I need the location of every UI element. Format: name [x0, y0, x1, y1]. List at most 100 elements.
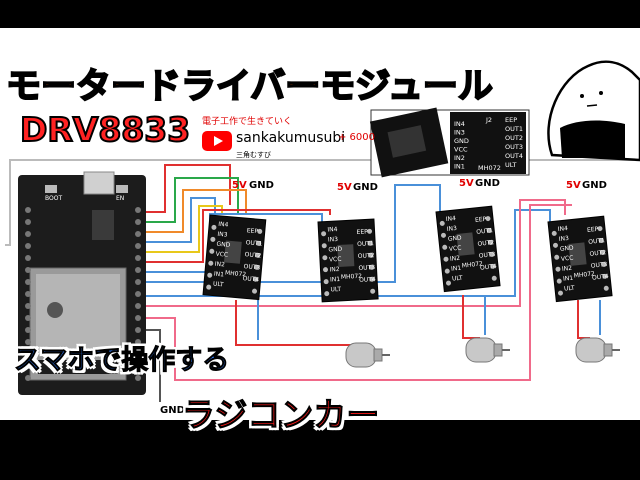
channel-badge: 電子工作で生きていく sankakumusubi + 6000 三角むすび: [200, 114, 375, 162]
antenna-area: [38, 360, 118, 374]
mcu-pin-right: [135, 243, 141, 249]
module-pin-left: [552, 242, 558, 248]
closeup-pin-label-left: VCC: [454, 146, 468, 154]
module-pin-left: [206, 284, 212, 290]
vcc-label-3: 5V: [459, 178, 474, 189]
mcu-pin-right: [135, 219, 141, 225]
module-pin-left: [443, 256, 449, 262]
module-pin-label-left: IN4: [445, 215, 456, 223]
wire-blue-2: [146, 213, 323, 273]
closeup-pin-label-left: IN4: [454, 120, 465, 128]
closeup-mark: J2: [485, 116, 492, 124]
module-pin-label-right: OUT1: [245, 239, 262, 247]
module-pin-right: [368, 264, 374, 270]
module-pin-right: [253, 276, 259, 282]
module-pin-label-left: IN1: [563, 275, 574, 283]
module-pin-right: [254, 264, 260, 270]
module-chip: [223, 240, 242, 264]
module-pin-label-left: VCC: [449, 245, 462, 253]
dc-motor: [575, 337, 620, 363]
mcu-pin-right: [135, 339, 141, 345]
module-mark: MH072: [461, 260, 483, 269]
module-pin-right: [599, 249, 605, 255]
module-pin-label-left: ULT: [564, 285, 576, 293]
gnd-label-1: GND: [249, 180, 274, 191]
module-pin-left: [440, 232, 446, 238]
closeup-pin-label-left: IN1: [454, 163, 465, 171]
module-chip: [337, 244, 355, 267]
gnd-label-3: GND: [475, 178, 500, 189]
closeup-pin-label-right: OUT4: [505, 152, 523, 160]
wire-blue-4: [146, 209, 551, 297]
usb-port: [83, 171, 115, 195]
driver-module-4: IN4IN3GNDVCCIN2IN1ULTEEPOUT1OUT2OUT3OUT4…: [547, 215, 613, 303]
module-pin-left: [555, 266, 561, 272]
gnd-label-2: GND: [353, 182, 378, 193]
module-pin-label-left: IN1: [214, 271, 225, 279]
driver-module-3: IN4IN3GNDVCCIN2IN1ULTEEPOUT1OUT2OUT3OUT4…: [435, 205, 501, 293]
module-pin-label-left: GND: [448, 234, 463, 242]
mcu-pin-left: [25, 279, 31, 285]
wire-gnd-out: [146, 329, 161, 402]
onigiri-nori: [560, 120, 625, 158]
module-pin-right: [367, 228, 373, 234]
module-pin-label-left: IN3: [217, 231, 228, 239]
boot-button: [45, 185, 57, 193]
module-pin-left: [321, 243, 327, 249]
module-pin-label-left: GND: [328, 246, 342, 254]
mcu-pin-left: [25, 339, 31, 345]
caption-smartphone: スマホで操作する: [13, 345, 230, 377]
mcu-pin-left: [25, 327, 31, 333]
mcu-pin-right: [135, 303, 141, 309]
module-pin-left: [551, 230, 557, 236]
module-pin-right: [257, 228, 263, 234]
mcu-pin-right: [135, 267, 141, 273]
module-pin-right: [490, 263, 496, 269]
en-label: EN: [116, 195, 124, 202]
module-closeup: IN4IN3GNDVCCIN2IN1EEPOUT1OUT2OUT3OUT4ULT…: [369, 107, 530, 178]
module-pin-label-left: ULT: [213, 281, 224, 289]
module-pin-label-left: IN4: [327, 226, 338, 234]
module-pin-left: [323, 279, 329, 285]
wire-red-2: [146, 209, 331, 263]
module-chip: [456, 232, 475, 256]
wire-blue-1: [146, 197, 216, 243]
module-pin-left: [557, 290, 563, 296]
wire-blue-3: [146, 184, 441, 283]
wire-orange-1: [146, 189, 247, 233]
model-name: DRV8833: [19, 109, 191, 150]
mcu-pin-right: [135, 375, 141, 381]
module-pin-label-left: IN1: [330, 276, 341, 284]
module-pin-label-right: EEP: [475, 216, 487, 224]
module-pin-right: [487, 239, 493, 245]
motor-cap: [603, 343, 613, 357]
gnd-label-4: GND: [582, 180, 607, 191]
module-pin-label-left: GND: [216, 241, 231, 249]
module-pin-label-left: IN3: [447, 225, 458, 233]
module-pin-label-left: GND: [560, 244, 575, 252]
mcu-pin-left: [25, 315, 31, 321]
module-mark: MH072: [225, 270, 247, 279]
motor-body: [465, 337, 497, 363]
vcc-label-4: 5V: [566, 180, 581, 191]
module-pin-left: [210, 236, 216, 242]
module-pin-label-right: OUT3: [478, 251, 495, 260]
module-pin-right: [598, 238, 604, 244]
closeup-pin-label-left: IN2: [454, 154, 465, 162]
module-pin-label-right: OUT2: [244, 251, 261, 259]
module-pin-label-right: OUT4: [592, 273, 609, 282]
module-pin-label-right: OUT1: [357, 240, 374, 248]
module-pin-right: [485, 216, 491, 222]
module-chip: [568, 242, 587, 266]
closeup-pin-label-right: OUT3: [505, 143, 523, 151]
module-pin-right: [489, 251, 495, 257]
module-pin-right: [367, 240, 373, 246]
module-pin-label-right: EEP: [246, 227, 258, 235]
module-pin-left: [209, 248, 215, 254]
thumbnail-title: モータードライバーモジュール: [5, 66, 494, 108]
module-pin-label-left: IN3: [328, 236, 339, 244]
module-pin-label-right: OUT1: [588, 237, 605, 246]
subscriber-count: + 6000: [338, 132, 376, 143]
module-pin-label-right: EEP: [356, 228, 368, 236]
